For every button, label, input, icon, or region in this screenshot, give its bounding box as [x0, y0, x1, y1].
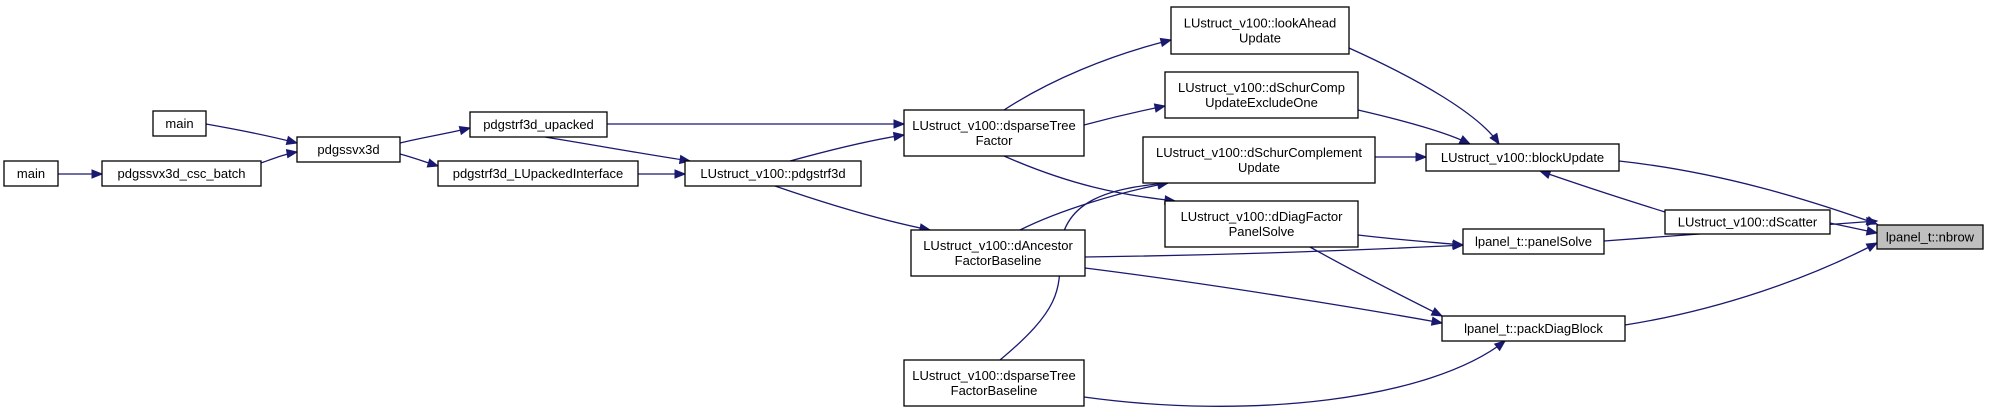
edge-packDiagBlock-to-nbrow: [1624, 242, 1879, 326]
node-box[interactable]: [910, 229, 1086, 277]
node-label: LUstruct_v100::blockUpdate: [1441, 150, 1604, 165]
node-dSchurExcl[interactable]: LUstruct_v100::dSchurCompUpdateExcludeOn…: [1164, 71, 1359, 119]
edge-dDiagFactor-to-packDiagBlock: [1309, 246, 1444, 317]
node-box[interactable]: [296, 136, 401, 163]
node-label: LUstruct_v100::pdgstrf3d: [700, 166, 845, 181]
node-box[interactable]: [1425, 143, 1620, 172]
node-box[interactable]: [903, 359, 1085, 407]
edge-main2-to-csc_batch: [58, 169, 104, 179]
node-blockUpdate[interactable]: LUstruct_v100::blockUpdate: [1425, 143, 1620, 172]
node-label: pdgstrf3d_LUpackedInterface: [453, 166, 624, 181]
node-box[interactable]: [437, 160, 639, 187]
node-main1[interactable]: main: [152, 110, 207, 137]
node-main2[interactable]: main: [3, 160, 59, 187]
node-box[interactable]: [1876, 224, 1984, 250]
node-label: UpdateExcludeOne: [1205, 95, 1318, 110]
node-nbrow[interactable]: lpanel_t::nbrow: [1876, 224, 1984, 250]
edge-dAncestor-to-packDiagBlock: [1084, 267, 1444, 326]
edge-upacked-to-pdgstrf3d: [544, 136, 692, 165]
edge-upacked-to-dsparseTree: [607, 119, 906, 129]
node-packDiagBlock[interactable]: lpanel_t::packDiagBlock: [1441, 315, 1626, 342]
node-box[interactable]: [101, 160, 262, 187]
node-box[interactable]: [1164, 200, 1359, 248]
node-pdgssvx3d[interactable]: pdgssvx3d: [296, 136, 401, 163]
edge-dScatter-to-nbrow: [1829, 222, 1879, 236]
node-label: PanelSolve: [1229, 224, 1295, 239]
edge-dAncestor-to-dSchurComplement: [1019, 180, 1170, 231]
edge-csc_batch-to-pdgssvx3d: [260, 149, 299, 164]
node-label: FactorBaseline: [955, 253, 1042, 268]
edge-lookAhead-to-blockUpdate: [1348, 47, 1500, 146]
node-label: lpanel_t::panelSolve: [1475, 234, 1592, 249]
edges-layer: [58, 37, 1879, 407]
node-dScatter[interactable]: LUstruct_v100::dScatter: [1664, 209, 1831, 235]
node-label: LUstruct_v100::dSchurComplement: [1156, 145, 1362, 160]
node-label: LUstruct_v100::dsparseTree: [912, 368, 1076, 383]
node-panelSolve[interactable]: lpanel_t::panelSolve: [1462, 228, 1605, 255]
edge-pdgssvx3d-to-upacked: [399, 125, 472, 144]
node-label: FactorBaseline: [951, 383, 1038, 398]
node-pdgstrf3d[interactable]: LUstruct_v100::pdgstrf3d: [684, 160, 862, 187]
node-label: LUstruct_v100::dSchurComp: [1178, 80, 1345, 95]
edge-pdgssvx3d-to-LUpacked: [399, 153, 440, 168]
node-label: pdgssvx3d_csc_batch: [118, 166, 246, 181]
node-box[interactable]: [1142, 136, 1376, 184]
node-box[interactable]: [152, 110, 207, 137]
edge-dSchurComplement-to-blockUpdate: [1375, 152, 1428, 162]
node-box[interactable]: [684, 160, 862, 187]
node-box[interactable]: [469, 111, 608, 138]
node-upacked[interactable]: pdgstrf3d_upacked: [469, 111, 608, 138]
node-label: LUstruct_v100::dAncestor: [923, 238, 1073, 253]
node-box[interactable]: [1170, 6, 1350, 55]
node-label: pdgstrf3d_upacked: [483, 117, 594, 132]
node-box[interactable]: [1164, 71, 1359, 119]
node-label: main: [165, 116, 193, 131]
edge-dSchurExcl-to-blockUpdate: [1357, 109, 1472, 145]
node-label: LUstruct_v100::dDiagFactor: [1181, 209, 1344, 224]
node-LUpacked[interactable]: pdgstrf3d_LUpackedInterface: [437, 160, 639, 187]
node-box[interactable]: [1441, 315, 1626, 342]
node-label: lpanel_t::nbrow: [1886, 230, 1975, 245]
edge-dScatter-to-blockUpdate: [1538, 169, 1666, 213]
node-label: LUstruct_v100::dScatter: [1678, 215, 1818, 230]
edge-dsparseTree-to-dSchurExcl: [1083, 103, 1167, 126]
node-label: Update: [1238, 160, 1280, 175]
node-label: LUstruct_v100::lookAhead: [1184, 16, 1336, 31]
node-box[interactable]: [1664, 209, 1831, 235]
edge-pdgstrf3d-to-dsparseTree: [789, 131, 906, 162]
node-label: Update: [1239, 31, 1281, 46]
edge-dsparseTree-to-lookAhead: [1003, 37, 1173, 111]
node-csc_batch[interactable]: pdgssvx3d_csc_batch: [101, 160, 262, 187]
node-box[interactable]: [1462, 228, 1605, 255]
edge-LUpacked-to-pdgstrf3d: [638, 169, 687, 179]
node-label: Factor: [976, 133, 1014, 148]
edge-pdgstrf3d-to-dAncestor: [774, 185, 932, 233]
node-box[interactable]: [3, 160, 59, 187]
edge-main1-to-pdgssvx3d: [205, 123, 299, 145]
node-label: main: [17, 166, 45, 181]
node-label: lpanel_t::packDiagBlock: [1464, 321, 1603, 336]
edge-dAncestor-to-panelSolve: [1084, 240, 1465, 258]
edge-dsparseTreeBase-to-packDiagBlock: [1083, 340, 1507, 407]
nodes-layer: lpanel_t::nbrow LUstruct_v100::blockUpdat…: [3, 6, 1984, 407]
node-box[interactable]: [903, 109, 1085, 157]
node-label: LUstruct_v100::dsparseTree: [912, 118, 1076, 133]
node-label: pdgssvx3d: [317, 142, 379, 157]
